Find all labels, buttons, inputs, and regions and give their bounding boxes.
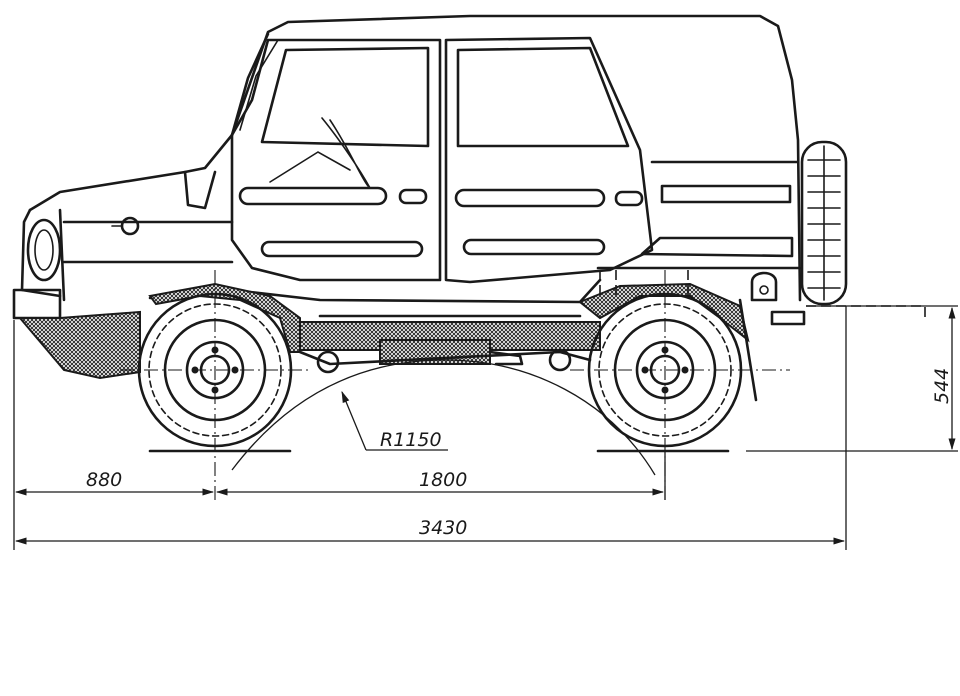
front-overhang-label: 880 — [86, 469, 122, 491]
spare-wheel — [800, 140, 848, 306]
rear-door-window — [456, 46, 630, 148]
axle-centerlines — [120, 270, 790, 500]
turning-radius-label: R1150 — [380, 429, 442, 451]
overall-length-label: 3430 — [419, 517, 467, 539]
height-dimension: 544 — [746, 305, 958, 452]
headlamp-icon — [26, 218, 62, 282]
rear-lamp-icon — [750, 271, 778, 302]
front-door — [230, 38, 442, 282]
fuel-cap-icon — [120, 216, 140, 236]
length-dimensions: 880 1800 3430 — [13, 306, 847, 550]
underbody — [17, 270, 758, 402]
turning-radius-arc: R1150 — [231, 359, 656, 476]
wheelbase-label: 1800 — [419, 469, 467, 491]
rear-door — [444, 36, 654, 284]
height-dimension-label: 544 — [931, 368, 953, 404]
steering-wheel — [321, 117, 371, 189]
front-door-window — [260, 46, 430, 148]
vehicle-body — [12, 14, 806, 326]
rear-bumper — [770, 310, 806, 326]
